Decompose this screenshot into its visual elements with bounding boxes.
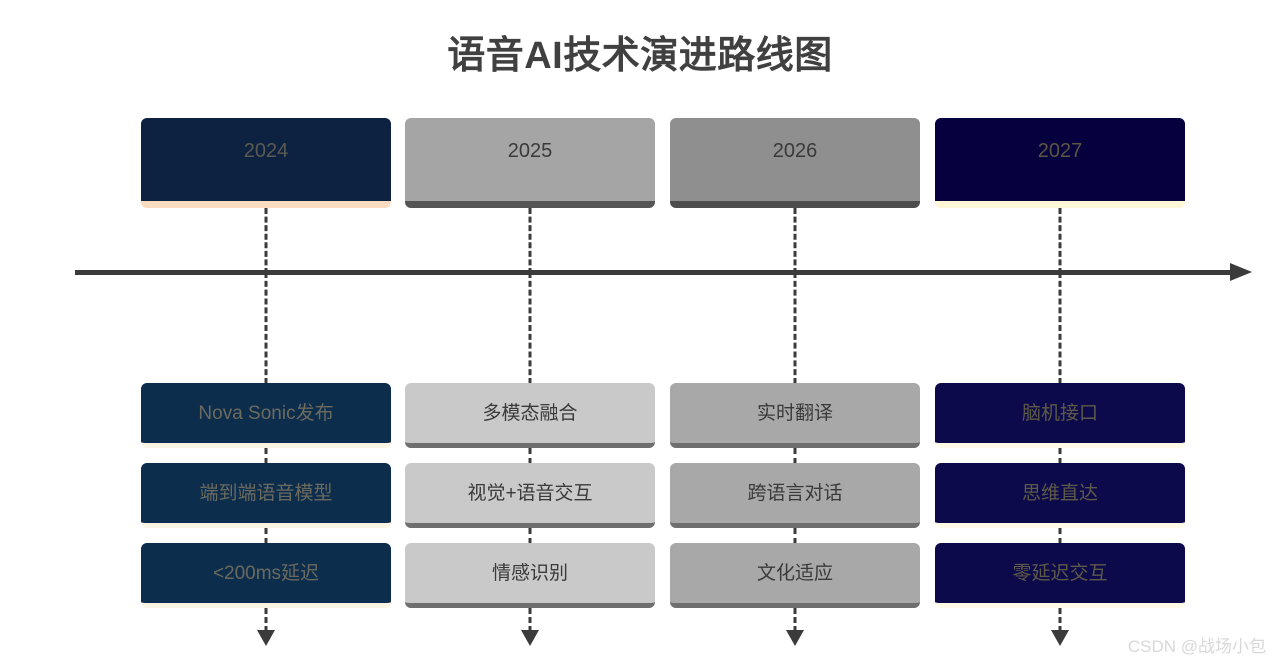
timeline-column-2024: 2024 Nova Sonic发布 端到端语音模型 <200ms延迟 xyxy=(141,0,391,669)
milestone-label: 多模态融合 xyxy=(482,402,578,424)
year-box-2025[interactable]: 2025 xyxy=(405,118,655,208)
connector-dashed-gap-1 xyxy=(793,448,797,464)
connector-dashed-tail xyxy=(528,608,532,632)
milestone-card[interactable]: Nova Sonic发布 xyxy=(141,383,391,448)
year-box-2026[interactable]: 2026 xyxy=(670,118,920,208)
year-label: 2025 xyxy=(507,140,553,162)
connector-dashed-lower xyxy=(264,272,268,384)
milestone-card[interactable]: <200ms延迟 xyxy=(141,543,391,608)
connector-dashed-tail xyxy=(793,608,797,632)
timeline-line xyxy=(75,270,1233,275)
milestone-label: 脑机接口 xyxy=(1021,402,1098,424)
csdn-watermark: CSDN @战场小包 xyxy=(1127,637,1266,656)
down-arrow-icon xyxy=(521,630,539,646)
milestone-card[interactable]: 零延迟交互 xyxy=(935,543,1185,608)
page-title: 语音AI技术演进路线图 xyxy=(447,35,833,77)
milestone-label: 思维直达 xyxy=(1021,482,1098,504)
year-label: 2026 xyxy=(772,140,818,162)
connector-dashed-gap-1 xyxy=(264,448,268,464)
milestone-card[interactable]: 端到端语音模型 xyxy=(141,463,391,528)
milestone-label: <200ms延迟 xyxy=(212,562,320,584)
milestone-label: 端到端语音模型 xyxy=(199,482,333,504)
milestone-card[interactable]: 文化适应 xyxy=(670,543,920,608)
connector-dashed-upper xyxy=(1058,208,1062,274)
timeline-axis xyxy=(75,263,1255,281)
connector-dashed-gap-1 xyxy=(528,448,532,464)
connector-dashed-lower xyxy=(1058,272,1062,384)
connector-dashed-gap-2 xyxy=(793,528,797,544)
down-arrow-icon xyxy=(786,630,804,646)
connector-dashed-upper xyxy=(264,208,268,274)
milestone-card[interactable]: 视觉+语音交互 xyxy=(405,463,655,528)
year-label: 2027 xyxy=(1037,140,1083,162)
milestone-card[interactable]: 多模态融合 xyxy=(405,383,655,448)
connector-dashed-gap-2 xyxy=(1058,528,1062,544)
year-box-2027[interactable]: 2027 xyxy=(935,118,1185,208)
timeline-column-2025: 2025 多模态融合 视觉+语音交互 情感识别 xyxy=(405,0,655,669)
milestone-card[interactable]: 思维直达 xyxy=(935,463,1185,528)
milestone-label: 文化适应 xyxy=(756,562,833,584)
milestone-label: 实时翻译 xyxy=(756,402,833,424)
connector-dashed-lower xyxy=(528,272,532,384)
milestone-label: 跨语言对话 xyxy=(747,482,843,504)
connector-dashed-gap-2 xyxy=(264,528,268,544)
milestone-label: Nova Sonic发布 xyxy=(198,402,334,424)
milestone-card[interactable]: 脑机接口 xyxy=(935,383,1185,448)
connector-dashed-gap-2 xyxy=(528,528,532,544)
connector-dashed-lower xyxy=(793,272,797,384)
year-label: 2024 xyxy=(243,140,289,162)
milestone-label: 情感识别 xyxy=(491,562,568,584)
connector-dashed-tail xyxy=(1058,608,1062,632)
milestone-card[interactable]: 跨语言对话 xyxy=(670,463,920,528)
connector-dashed-tail xyxy=(264,608,268,632)
right-arrow-icon xyxy=(1230,263,1252,281)
year-box-2024[interactable]: 2024 xyxy=(141,118,391,208)
timeline-column-2027: 2027 脑机接口 思维直达 零延迟交互 xyxy=(935,0,1185,669)
milestone-label: 零延迟交互 xyxy=(1012,562,1108,584)
connector-dashed-upper xyxy=(793,208,797,274)
milestone-label: 视觉+语音交互 xyxy=(467,482,593,504)
connector-dashed-upper xyxy=(528,208,532,274)
down-arrow-icon xyxy=(1051,630,1069,646)
milestone-card[interactable]: 情感识别 xyxy=(405,543,655,608)
timeline-column-2026: 2026 实时翻译 跨语言对话 文化适应 xyxy=(670,0,920,669)
milestone-card[interactable]: 实时翻译 xyxy=(670,383,920,448)
connector-dashed-gap-1 xyxy=(1058,448,1062,464)
down-arrow-icon xyxy=(257,630,275,646)
